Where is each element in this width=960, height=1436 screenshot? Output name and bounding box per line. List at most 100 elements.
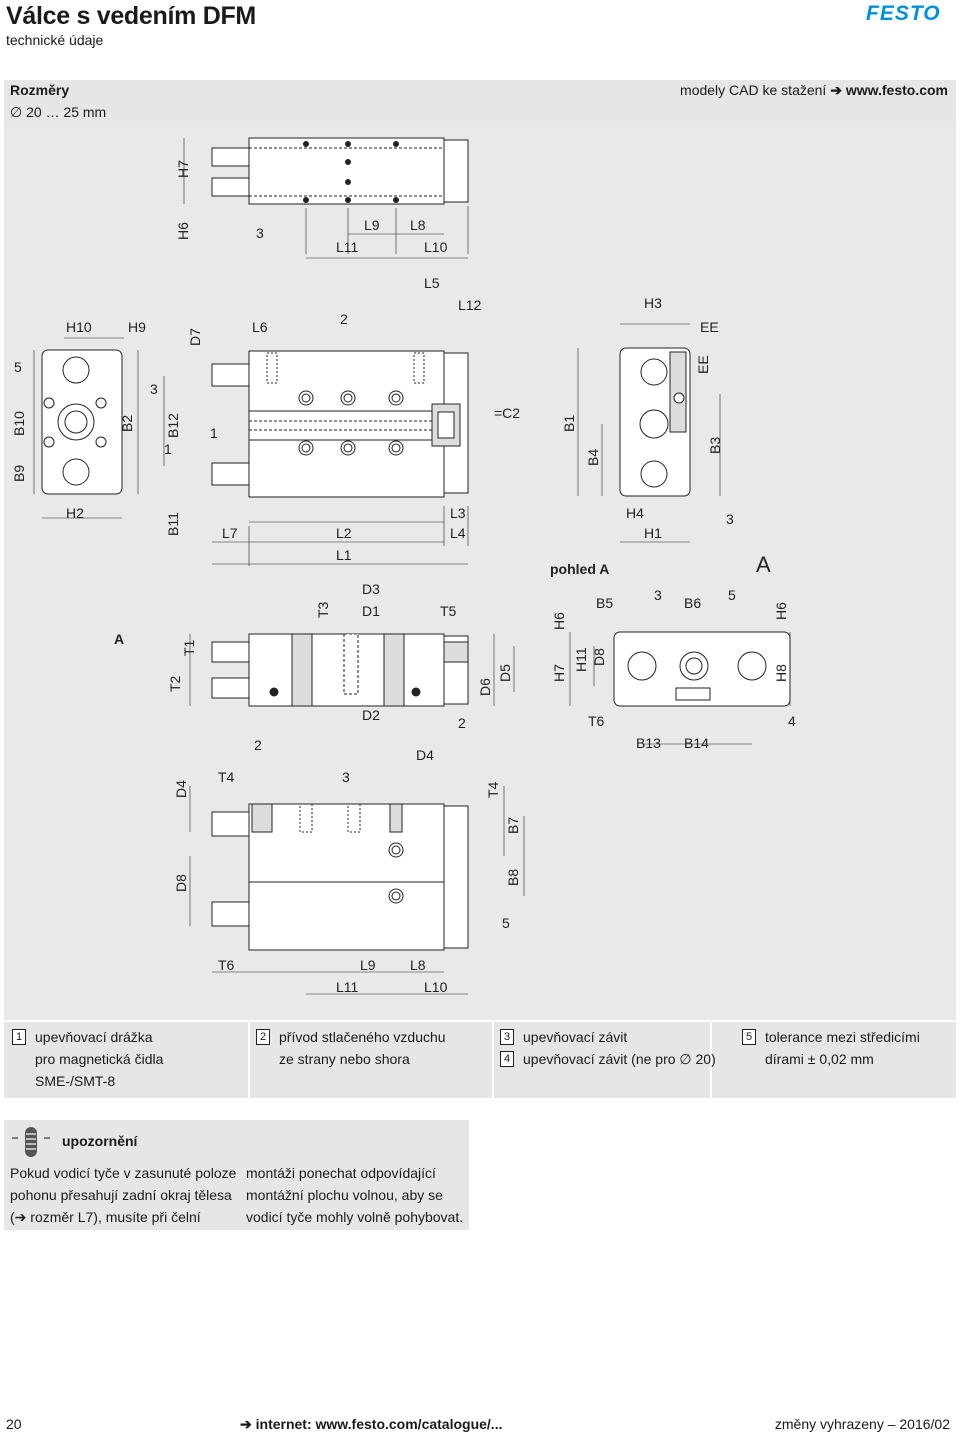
dim-label: L2	[336, 525, 352, 541]
dim-label: B12	[165, 413, 181, 438]
legend-item-5: 5 tolerance mezi středicími dírami ± 0,0…	[742, 1026, 920, 1070]
dim-label: L6	[252, 319, 268, 335]
dim-label: L10	[424, 239, 448, 255]
dim-label: H1	[644, 525, 662, 541]
dim-label: 5	[14, 359, 22, 375]
dim-label: 3	[726, 511, 734, 527]
legend-items-3-4: 3 upevňovací závit 4 upevňovací závit (n…	[500, 1026, 716, 1070]
note-column-2: montáži ponechat odpovídající montážní p…	[246, 1162, 463, 1228]
dim-label: B6	[684, 595, 701, 611]
cad-prefix: modely CAD ke stažení	[680, 82, 831, 98]
dim-label: L1	[336, 547, 352, 563]
note-line: pohonu přesahují zadní okraj tělesa	[10, 1187, 232, 1203]
dim-label: H7	[551, 664, 567, 682]
dim-label: L9	[360, 957, 376, 973]
dim-label: L5	[424, 275, 440, 291]
dim-label: B2	[119, 415, 135, 432]
dim-label: H6	[551, 612, 567, 630]
dim-label: B3	[707, 437, 723, 454]
side-view	[211, 350, 469, 566]
dim-label: T6	[218, 957, 235, 973]
dim-label: L4	[450, 525, 466, 541]
technical-drawing: H7 H6 3 L9 L8 L11 L10 H10 H9 D7 L6 2 L5 …	[11, 137, 796, 995]
section-view	[189, 633, 515, 707]
dim-label: 3	[256, 225, 264, 241]
dim-label: L11	[336, 979, 359, 995]
dim-label: D2	[362, 707, 380, 723]
dim-label: L11	[336, 239, 359, 255]
dim-label: T6	[588, 713, 605, 729]
end-view	[577, 323, 721, 543]
dimensions-heading: Rozměry	[10, 82, 70, 98]
legend-text: přívod stlačeného vzduchu	[279, 1029, 446, 1045]
legend-number: 5	[742, 1029, 756, 1045]
view-a-heading: pohled A	[550, 561, 609, 577]
dim-label: H7	[175, 160, 191, 178]
dim-label: H6	[175, 222, 191, 240]
legend-number: 1	[12, 1029, 26, 1045]
dim-label: D3	[362, 581, 380, 597]
dim-label: EE	[695, 355, 711, 374]
cad-download-note: modely CAD ke stažení ➔ www.festo.com	[680, 82, 948, 99]
legend-text: upevňovací závit (ne pro ∅ 20)	[523, 1051, 716, 1067]
logo-text: FESTO	[866, 3, 941, 23]
dim-label: L8	[410, 217, 426, 233]
top-view	[183, 137, 469, 259]
dim-label: D1	[362, 603, 380, 619]
arrow-icon: ➔	[240, 1416, 252, 1432]
note-column-1: Pokud vodicí tyče v zasunuté poloze poho…	[10, 1162, 236, 1228]
legend-text: SME-/SMT-8	[35, 1073, 116, 1089]
dim-label: H6	[773, 602, 789, 620]
dim-label: B9	[11, 465, 27, 482]
dim-label: D6	[477, 678, 493, 696]
dim-label: B10	[11, 411, 27, 436]
page-title: Válce s vedením DFM	[6, 2, 256, 30]
dim-label: 1	[164, 441, 172, 457]
legend-number: 3	[500, 1029, 514, 1045]
note-heading: upozornění	[62, 1133, 138, 1149]
legend-text: ze strany nebo shora	[279, 1051, 410, 1067]
legend-text: upevňovací závit	[523, 1029, 628, 1045]
legend-text: pro magnetická čidla	[35, 1051, 164, 1067]
dim-label: 5	[728, 587, 736, 603]
legend-item-2: 2 přívod stlačeného vzduchu ze strany ne…	[256, 1026, 446, 1070]
dim-label: D8	[173, 874, 189, 892]
dim-label: B8	[505, 869, 521, 886]
dim-label: 3	[150, 381, 158, 397]
dim-label: D4	[416, 747, 434, 763]
note-line: montáži ponechat odpovídající	[246, 1165, 436, 1181]
dim-label: 1	[210, 425, 218, 441]
dim-label: H2	[66, 505, 84, 521]
dim-label: D5	[497, 664, 513, 682]
view-marker: A	[114, 631, 124, 647]
dim-label: T5	[440, 603, 457, 619]
dim-label: T4	[218, 769, 235, 785]
dim-label: H4	[626, 505, 644, 521]
note-line: montážní plochu volnou, aby se	[246, 1187, 443, 1203]
dim-label: D7	[187, 328, 203, 346]
technical-drawing-area: H7 H6 3 L9 L8 L11 L10 H10 H9 D7 L6 2 L5 …	[4, 126, 956, 1020]
bottom-view	[189, 786, 525, 995]
dim-label: 2	[340, 311, 348, 327]
dim-label: B7	[505, 817, 521, 834]
dim-label: 2	[254, 737, 262, 753]
dim-label: H11	[573, 647, 589, 672]
dim-label: H9	[128, 319, 146, 335]
page-number: 20	[6, 1416, 22, 1432]
arrow-icon: ➔	[830, 82, 842, 98]
dim-label: L8	[410, 957, 426, 973]
cad-link[interactable]: www.festo.com	[845, 82, 948, 98]
footer-notice: změny vyhrazeny – 2016/02	[774, 1416, 950, 1432]
legend-text: upevňovací drážka	[35, 1029, 153, 1045]
dim-label: T4	[485, 781, 501, 798]
dim-label: L9	[364, 217, 380, 233]
dim-label: EE	[700, 319, 719, 335]
dimensions-header-bar	[4, 80, 956, 126]
dim-label: D4	[173, 780, 189, 798]
catalogue-link[interactable]: ➔ internet: www.festo.com/catalogue/...	[240, 1416, 502, 1433]
dim-label: 2	[458, 715, 466, 731]
note-line: vodicí tyče mohly volně pohybovat.	[246, 1209, 464, 1225]
view-a	[569, 631, 791, 745]
dim-label: H10	[66, 319, 92, 335]
catalogue-link-text[interactable]: internet: www.festo.com/catalogue/...	[255, 1416, 503, 1432]
